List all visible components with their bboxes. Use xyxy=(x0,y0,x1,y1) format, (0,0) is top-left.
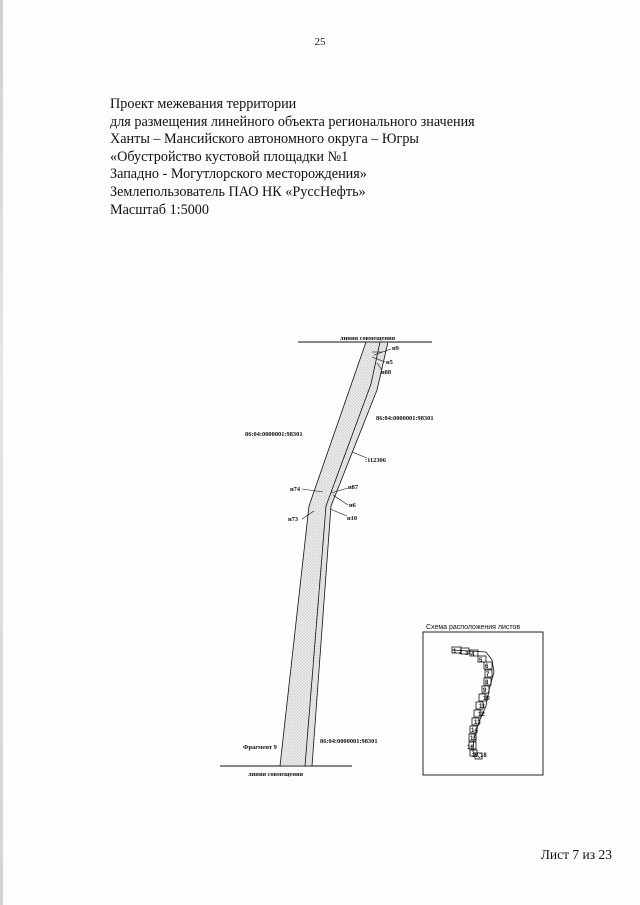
leader-n87 xyxy=(330,487,349,494)
scheme-sheet-numbers: 1 2 3 4 5 6 7 8 9 10 11 12 13 14 15 16 1… xyxy=(453,649,490,759)
leader-n9 xyxy=(373,348,392,356)
point-label: н9 xyxy=(392,345,399,352)
title-line: для размещения линейного объекта региона… xyxy=(110,113,475,130)
scheme-sheet-number: 15 xyxy=(470,736,477,742)
scheme-sheet-number: 10 xyxy=(483,696,490,702)
scheme-route xyxy=(451,646,495,760)
leader-strip-parcel xyxy=(351,451,368,459)
scan-edge xyxy=(0,0,3,905)
title-line: Ханты – Мансийского автономного округа –… xyxy=(110,131,419,148)
scheme-sheet-box xyxy=(468,733,477,742)
point-label: н6 xyxy=(349,502,357,509)
scheme-sheet-box xyxy=(483,677,492,686)
title-line: Землепользователь ПАО НК «РуссНефть» xyxy=(110,183,366,200)
scheme-sheet-box xyxy=(469,649,479,657)
scheme-sheet-number: 17 xyxy=(472,753,479,759)
right-of-way-strip xyxy=(279,341,389,767)
point-label: н10 xyxy=(347,515,357,522)
scheme-sheet-box xyxy=(484,669,493,678)
point-label: н74 xyxy=(290,486,301,493)
scheme-title: Схема расположения листов xyxy=(426,624,520,631)
scheme-sheet-number: 13 xyxy=(474,720,481,726)
title-line: Проект межевания территории xyxy=(110,96,297,112)
scheme-sheet-number: 11 xyxy=(479,704,486,710)
scheme-sheet-number: 1 xyxy=(453,649,457,655)
parcel-number-bottom: 86:04:0000001:98301 xyxy=(320,738,378,745)
scheme-sheet-number: 18 xyxy=(480,753,487,759)
scheme-sheet-box xyxy=(468,741,477,750)
scheme-sheet-number: 2 xyxy=(459,650,463,656)
fragment-label: Фрагмент 9 xyxy=(243,744,277,751)
scheme-sheet-box xyxy=(469,725,478,734)
leader-n88 xyxy=(376,362,383,371)
parcel-number-left: 86:04:0000001:98301 xyxy=(245,431,303,438)
scheme-sheet-number: 8 xyxy=(485,680,489,686)
leader-n10 xyxy=(329,508,348,517)
title-line: Западно - Могутлорского месторождения» xyxy=(110,166,367,183)
scheme-sheet-box xyxy=(460,647,470,655)
scheme-sheet-number: 4 xyxy=(471,652,475,658)
point-label: н88 xyxy=(381,369,391,376)
title-block: Проект межевания территории для размещен… xyxy=(110,96,550,219)
scheme-sheet-box xyxy=(475,701,484,710)
scheme-sheet-number: 6 xyxy=(485,664,489,670)
point-label: н5 xyxy=(386,359,393,366)
scheme-route-line xyxy=(451,649,495,759)
scheme-sheet-number: 14 xyxy=(471,728,478,734)
scheme-sheet-number: 16 xyxy=(467,745,474,751)
strip-inner-boundary xyxy=(304,341,381,767)
scheme-sheet-box xyxy=(481,685,490,694)
point-label: н73 xyxy=(288,516,298,523)
scheme-sheet-number: 7 xyxy=(486,672,490,678)
scheme-sheet-box xyxy=(473,709,482,718)
scheme-sheet-number: 9 xyxy=(483,688,487,694)
scheme-sheet-box xyxy=(471,717,480,726)
leader-n5 xyxy=(371,356,386,363)
scheme-sheet-number: 12 xyxy=(478,712,485,718)
parcel-number-right: 86:04:0000001:98301 xyxy=(376,415,434,422)
scheme-sheet-box xyxy=(474,752,483,760)
leader-n6 xyxy=(332,494,349,506)
parcel-number-strip: :112306 xyxy=(365,457,387,464)
page-number: 25 xyxy=(314,36,326,48)
scheme-sheet-box xyxy=(478,693,487,702)
leader-n73 xyxy=(301,510,315,520)
scale-label: Масштаб 1:5000 xyxy=(110,201,209,218)
point-label: н87 xyxy=(348,484,359,491)
scheme-sheet-number: 3 xyxy=(465,651,469,657)
sheet-counter: Лист 7 из 23 xyxy=(540,847,612,862)
match-line-top-label: линия совмещения xyxy=(340,335,396,342)
match-line-bottom-label: линия совмещения xyxy=(248,771,304,778)
leader-n74 xyxy=(301,488,324,493)
title-line: «Обустройство кустовой площадки №1 xyxy=(110,148,349,165)
scheme-sheet-number: 5 xyxy=(479,658,483,664)
scheme-sheet-box xyxy=(483,661,493,670)
scheme-sheet-box xyxy=(477,655,487,663)
